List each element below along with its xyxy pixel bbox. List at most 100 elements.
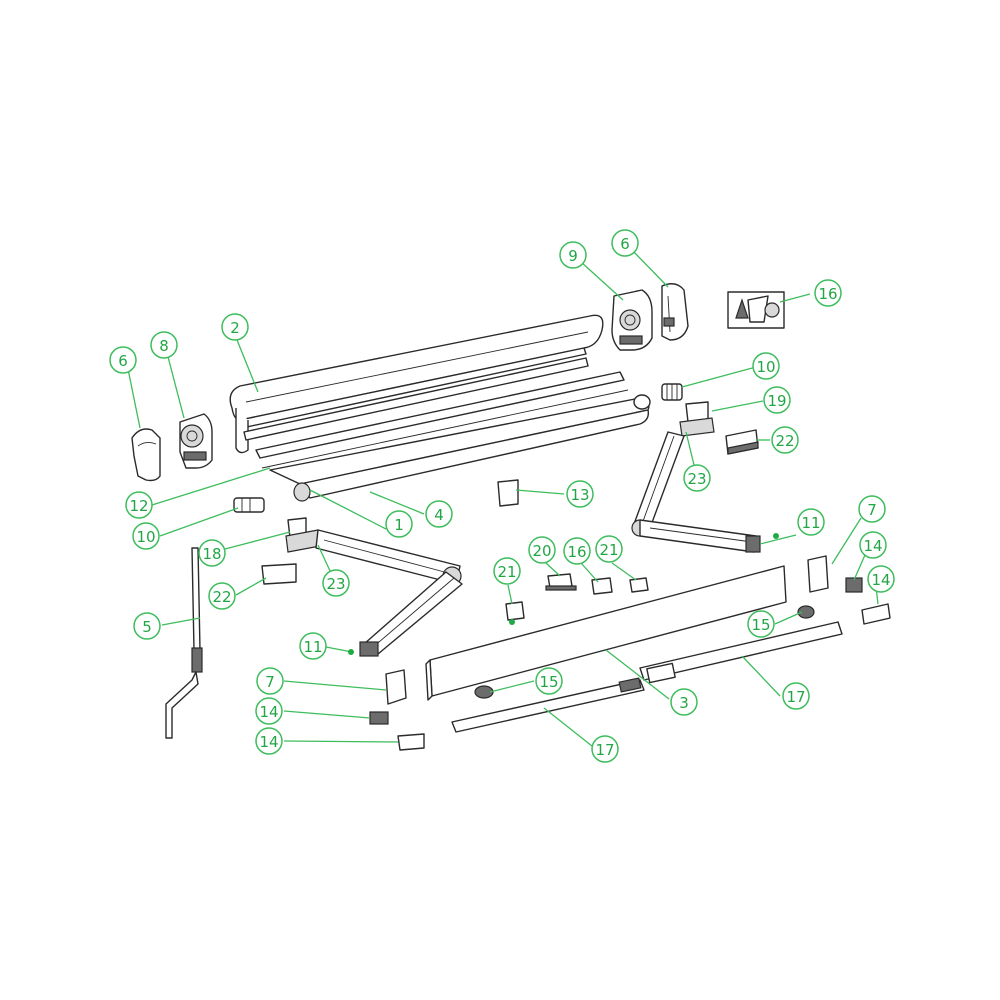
callout-circle (752, 352, 780, 380)
callout-c9: 9 (559, 241, 587, 269)
callout-number: 21 (497, 563, 516, 581)
callout-c7b: 7 (256, 667, 284, 695)
leader-lines (127, 249, 879, 747)
callout-circle (528, 536, 556, 564)
callout-number: 16 (567, 543, 586, 561)
callout-c1: 1 (385, 510, 413, 538)
callout-circle (797, 508, 825, 536)
callout-number: 10 (136, 528, 155, 546)
callout-c14b: 14 (867, 565, 895, 593)
callout-c17b: 17 (591, 735, 619, 763)
callout-circle (493, 557, 521, 585)
callout-number: 16 (818, 285, 837, 303)
callout-number: 11 (801, 514, 820, 532)
callout-circle (132, 522, 160, 550)
callout-c22a: 22 (771, 426, 799, 454)
part-lower-rails (451, 621, 843, 733)
part-folding-arm-right (631, 431, 761, 553)
callout-number: 14 (259, 733, 278, 751)
callout-circle (535, 667, 563, 695)
callout-c21a: 21 (595, 535, 623, 563)
callout-circle (385, 510, 413, 538)
leader-dots (348, 533, 779, 655)
callout-circle (747, 610, 775, 638)
callout-number: 2 (230, 319, 240, 337)
callout-c15b: 15 (535, 667, 563, 695)
callout-circle (208, 582, 236, 610)
callout-circle (109, 346, 137, 374)
callout-number: 4 (434, 506, 444, 524)
part-end-cap-left (131, 428, 161, 482)
part-end-mechanism-right (611, 289, 653, 351)
part-front-bar (425, 565, 787, 701)
callout-number: 15 (751, 616, 770, 634)
callout-number: 10 (756, 358, 775, 376)
callout-number: 12 (129, 497, 148, 515)
callout-c16a: 16 (814, 279, 842, 307)
callout-c5: 5 (133, 612, 161, 640)
callout-number: 13 (570, 486, 589, 504)
part-bracket-set-box (727, 291, 785, 329)
callout-c8: 8 (150, 331, 178, 359)
callout-circle (425, 500, 453, 528)
callout-c18: 18 (198, 539, 226, 567)
part-cover-right (725, 429, 759, 455)
part-small-fittings (505, 573, 649, 621)
callout-number: 20 (532, 542, 551, 560)
callout-circle (591, 735, 619, 763)
callout-c7a: 7 (858, 495, 886, 523)
callout-c22b: 22 (208, 582, 236, 610)
callout-circle (611, 229, 639, 257)
callout-circle (125, 491, 153, 519)
callout-c10b: 10 (132, 522, 160, 550)
callout-circle (670, 688, 698, 716)
callout-c2: 2 (221, 313, 249, 341)
callout-circle (198, 539, 226, 567)
callout-c20: 20 (528, 536, 556, 564)
callout-c17a: 17 (782, 682, 810, 710)
callout-number: 6 (118, 352, 128, 370)
callout-number: 3 (679, 694, 689, 712)
callout-c10a: 10 (752, 352, 780, 380)
part-sheet (497, 479, 519, 507)
part-coupler-right (661, 383, 683, 401)
callout-number: 22 (212, 588, 231, 606)
callout-c14d: 14 (255, 727, 283, 755)
callout-c11a: 11 (797, 508, 825, 536)
part-wall-bracket-left (285, 517, 321, 553)
callout-circle (763, 386, 791, 414)
callout-c15a: 15 (747, 610, 775, 638)
part-front-profile (229, 314, 604, 454)
callout-number: 14 (259, 703, 278, 721)
part-small-end-pieces (369, 577, 891, 751)
callout-number: 5 (142, 618, 152, 636)
part-roller-fabric (269, 394, 651, 502)
part-end-cap-right (661, 283, 689, 341)
callout-number: 17 (595, 741, 614, 759)
part-lower-profile (243, 357, 629, 469)
callout-number: 15 (539, 673, 558, 691)
part-front-bar-end-caps (385, 555, 829, 705)
callout-number: 22 (775, 432, 794, 450)
callout-circle (563, 537, 591, 565)
callout-circle (595, 535, 623, 563)
callout-number: 8 (159, 337, 169, 355)
part-coupler-left (233, 497, 265, 513)
callout-number: 23 (326, 575, 345, 593)
callout-c6b: 6 (109, 346, 137, 374)
callout-number: 14 (863, 537, 882, 555)
callout-c23b: 23 (322, 569, 350, 597)
callout-circle (322, 569, 350, 597)
callout-number: 7 (867, 501, 877, 519)
part-wall-bracket-right (679, 401, 715, 437)
callout-c6a: 6 (611, 229, 639, 257)
callout-circle (150, 331, 178, 359)
callout-c16b: 16 (563, 537, 591, 565)
callout-number: 19 (767, 392, 786, 410)
callout-c12: 12 (125, 491, 153, 519)
callout-c14c: 14 (255, 697, 283, 725)
part-small-caps (474, 605, 815, 699)
callout-number: 18 (202, 545, 221, 563)
